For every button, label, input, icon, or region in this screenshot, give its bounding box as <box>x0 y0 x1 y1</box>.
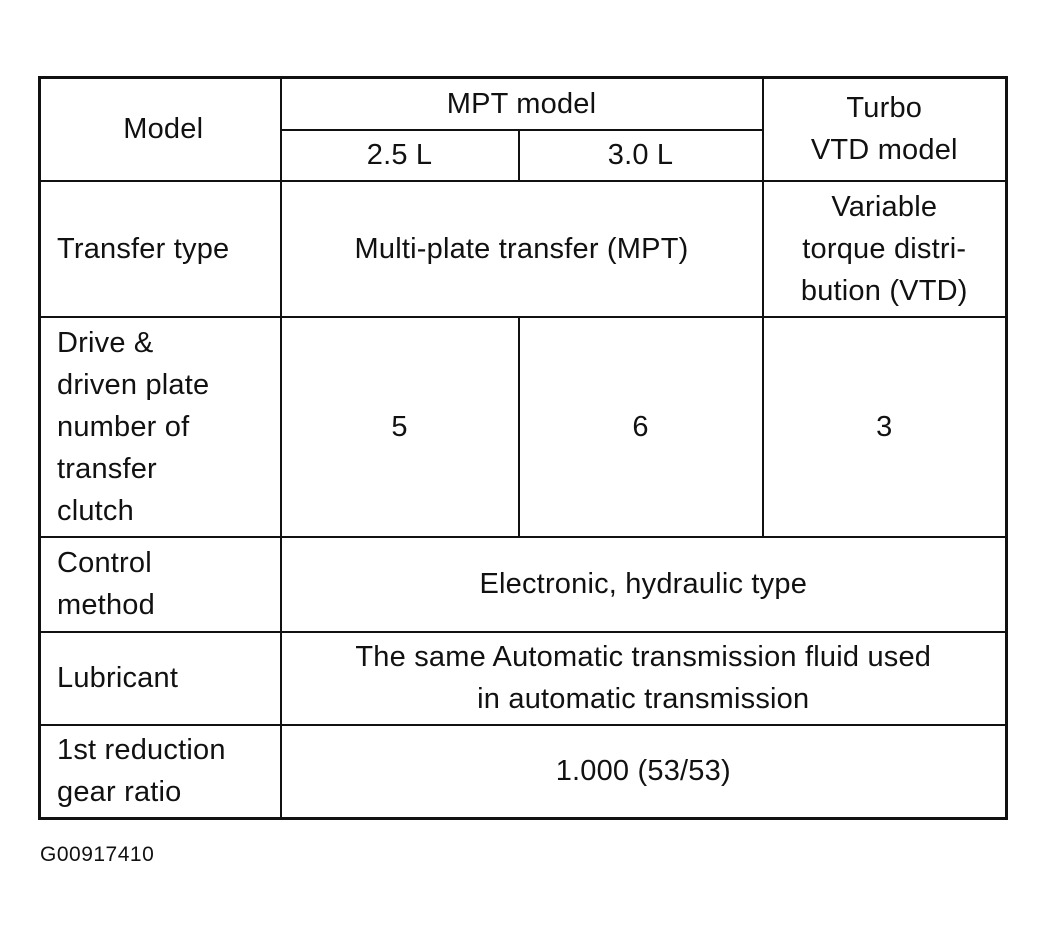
table-row-lubricant: Lubricant The same Automatic transmissio… <box>38 630 1008 726</box>
plate-number-vtd-cell: 3 <box>761 315 1008 538</box>
control-method-value-cell: Electronic, hydraulic type <box>279 535 1008 633</box>
row-label-lubricant: Lubricant <box>38 630 282 726</box>
header-row-variants: 2.5 L 3.0 L <box>40 128 1007 182</box>
mpt-3-0l-header-cell: 3.0 L <box>517 128 764 182</box>
mpt-model-header-cell: MPT model <box>279 76 764 131</box>
lubricant-value-cell: The same Automatic transmission fluid us… <box>279 630 1008 726</box>
table-row-transfer-type: Transfer type Multi-plate transfer (MPT)… <box>38 179 1008 318</box>
row-label-transfer-type: Transfer type <box>38 179 282 318</box>
header-row-top: Model MPT model Turbo VTD model <box>38 76 1008 182</box>
vtd-model-header-cell: Turbo VTD model <box>761 76 1008 182</box>
table-row-control-method: Control method Electronic, hydraulic typ… <box>38 535 1008 633</box>
figure-code: G00917410 <box>40 843 155 866</box>
row-label-reduction-gear-ratio: 1st reduction gear ratio <box>38 723 282 820</box>
row-label-control-method: Control method <box>38 535 282 633</box>
plate-number-2-5l-cell: 5 <box>279 315 520 538</box>
row-label-plate-number: Drive & driven plate number of transfer … <box>38 315 282 538</box>
plate-number-3-0l-cell: 6 <box>517 315 764 538</box>
reduction-gear-ratio-value-cell: 1.000 (53/53) <box>279 723 1008 820</box>
table-row-plate-number: Drive & driven plate number of transfer … <box>38 315 1008 538</box>
model-header-cell: Model <box>38 76 282 182</box>
table-row-reduction-gear-ratio: 1st reduction gear ratio 1.000 (53/53) <box>38 723 1008 820</box>
transfer-type-mpt-cell: Multi-plate transfer (MPT) <box>279 179 764 318</box>
specification-table: Model MPT model Turbo VTD model 2.5 L 3.… <box>38 76 1009 820</box>
transfer-type-vtd-cell: Variable torque distri- bution (VTD) <box>761 179 1008 318</box>
mpt-2-5l-header-cell: 2.5 L <box>279 128 520 182</box>
